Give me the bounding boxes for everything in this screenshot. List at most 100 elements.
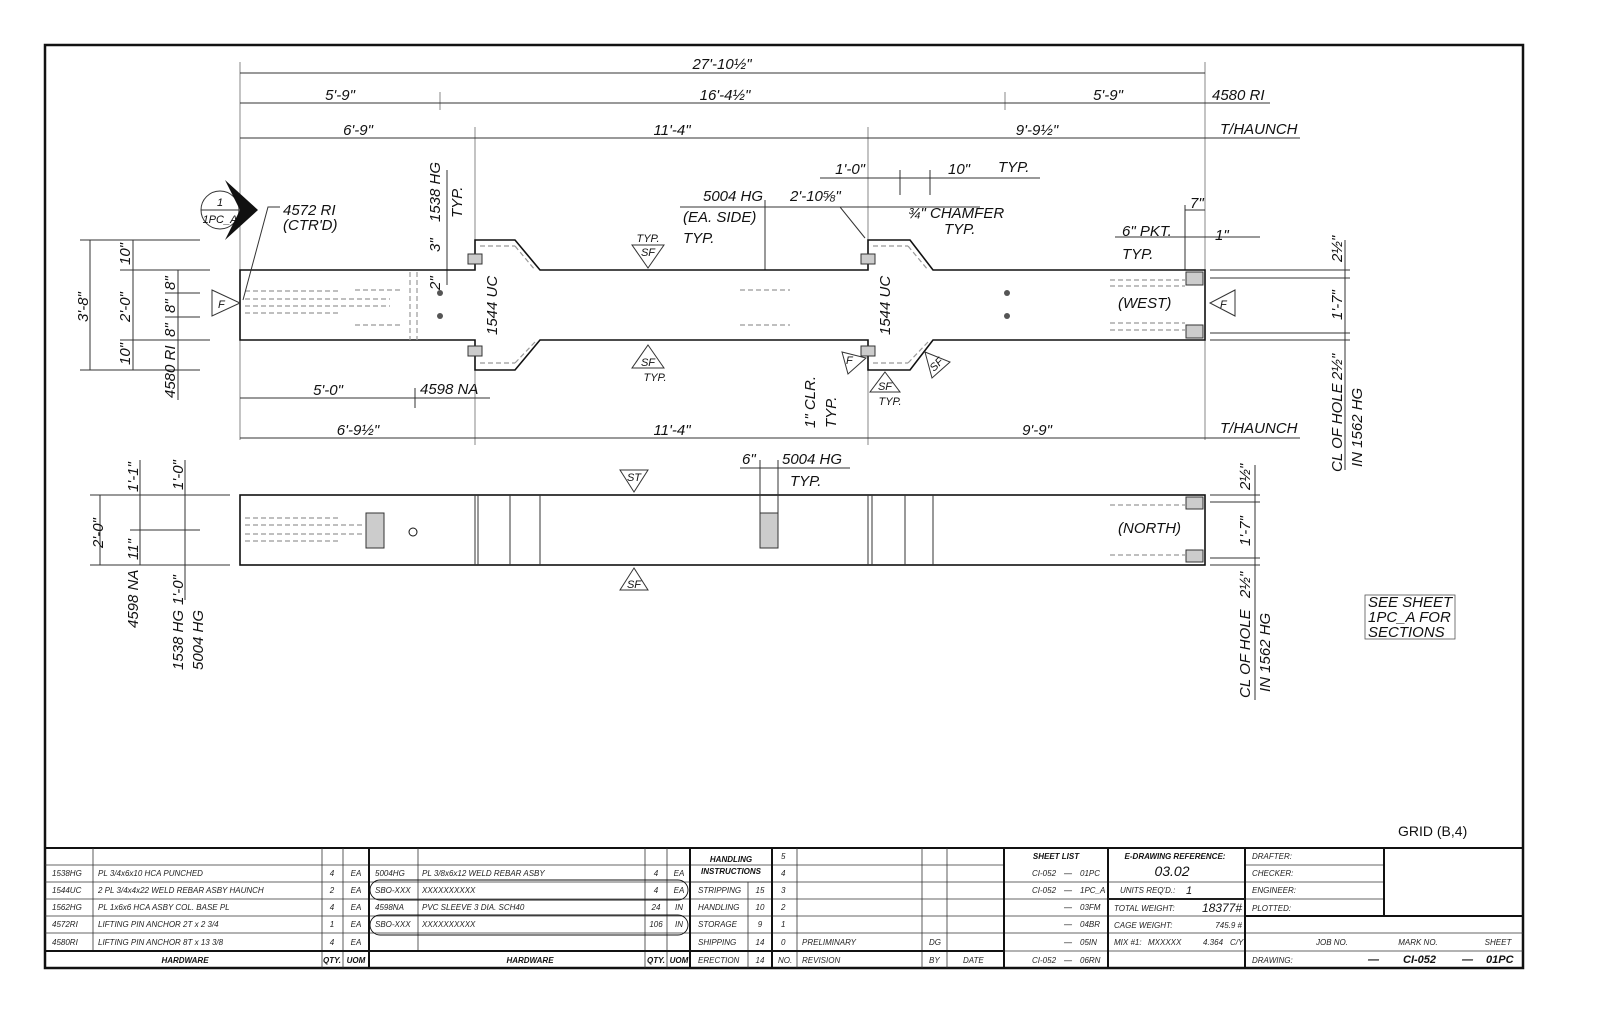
list-item: —04BR	[1063, 920, 1100, 929]
top-elevation-d1: 1"	[1215, 227, 1229, 244]
top-elevation-typ-sf-top: TYP.	[636, 233, 659, 245]
sleeve-holes	[437, 290, 1010, 319]
handling-rows-1-value: 10	[756, 903, 765, 912]
hardware-right-rows-1-desc: XXXXXXXXXX	[421, 886, 476, 895]
hardware-left-rows-4-code: 4580RI	[52, 938, 79, 947]
top-elevation-ri4572: 4572 RI	[283, 202, 336, 219]
note-2: SECTIONS	[1368, 624, 1445, 641]
top-elevation-typ-d: TYP.	[1122, 246, 1153, 263]
sheet-list-rows-0-job: CI-052	[1032, 869, 1057, 878]
handling-rows-2-value: 9	[758, 920, 763, 929]
top-elevation-haunch1: 6'-9"	[343, 122, 374, 139]
drawing-id-drawing-label: DRAWING:	[1252, 956, 1293, 965]
top-elevation-sf-haunch: SF	[878, 381, 893, 393]
side-elevation-sf: SF	[627, 579, 642, 591]
hardware-left-rows-1-desc: 2 PL 3/4x4x22 WELD REBAR ASBY HAUNCH	[97, 886, 264, 895]
hardware-right-rows-3-desc: XXXXXXXXXX	[421, 920, 476, 929]
handling-rows-4-label: ERECTION	[698, 956, 740, 965]
handling-title2: INSTRUCTIONS	[701, 867, 762, 876]
top-elevation-uc1: 1544 UC	[484, 276, 501, 335]
side-elevation-l-hg5004: 5004 HG	[190, 610, 207, 670]
section-marker[interactable]: 1 1PC_A	[200, 180, 258, 240]
top-elevation-thaunch-bot: T/HAUNCH	[1220, 420, 1298, 437]
list-item: —03FM	[1063, 903, 1101, 912]
top-elevation-clr: 1" CLR.	[802, 376, 819, 428]
hardware-right-rows-3-qty: 106	[649, 920, 663, 929]
hardware-right-rows-2-qty: 24	[651, 903, 661, 912]
finish-symbols	[211, 244, 1236, 393]
top-elevation-r-cl: CL OF HOLE	[1329, 382, 1346, 472]
edrawing-units-label: UNITS REQ'D.:	[1120, 886, 1175, 895]
sheet-list-rows-2-sheet: 03FM	[1080, 903, 1101, 912]
top-elevation-f-left: F	[218, 299, 226, 311]
hardware-right-header-qty: QTY.	[647, 956, 665, 965]
top-elevation-f-right: F	[1220, 299, 1228, 311]
revisions-header-desc: REVISION	[802, 956, 840, 965]
side-elevation-l-na: 4598 NA	[125, 570, 142, 628]
side-elevation-hg5004: 5004 HG	[782, 451, 842, 468]
sheet-list-rows-1-job: CI-052	[1032, 886, 1057, 895]
revisions-header-date: DATE	[963, 956, 984, 965]
hardware-left-rows-1-qty: 2	[329, 886, 335, 895]
top-elevation-dim2-10: 2'-10⅝"	[789, 188, 841, 205]
revisions-rows-4-no: 1	[781, 920, 785, 929]
top-elevation-ref-4580: 4580 RI	[1212, 87, 1265, 104]
hardware-left-header-uom: UOM	[347, 956, 366, 965]
e-drawing-reference: E-DRAWING REFERENCE: 03.02 UNITS REQ'D.:…	[1114, 852, 1244, 947]
hardware-right-rows-1-qty: 4	[654, 886, 659, 895]
hardware-right-rows-0-uom: EA	[674, 869, 685, 878]
hardware-right-rows-0-qty: 4	[654, 869, 659, 878]
top-elevation-hg1538: 1538 HG	[427, 162, 444, 222]
top-elevation-haunch2: 11'-4"	[653, 122, 691, 139]
edrawing-total-weight-label: TOTAL WEIGHT:	[1114, 904, 1175, 913]
end-pockets	[467, 253, 1204, 357]
hardware-left-rows-2-uom: EA	[351, 903, 362, 912]
sheet-list-rows-5-dash: —	[1063, 956, 1073, 965]
handling-rows-3-value: 14	[756, 938, 765, 947]
hardware-left-rows-2-code: 1562HG	[52, 903, 82, 912]
top-elevation-na4598: 4598 NA	[420, 381, 478, 398]
hardware-left-rows-3-code: 4572RI	[52, 920, 79, 929]
drawing-id-sheet: 01PC	[1486, 954, 1515, 966]
handling-rows-2-label: STORAGE	[698, 920, 738, 929]
hardware-left-header-name: HARDWARE	[161, 956, 209, 965]
beam-outline-elevation	[239, 494, 1206, 566]
hardware-right-rows-2-desc: PVC SLEEVE 3 DIA. SCH40	[422, 903, 525, 912]
revisions-rows-2-no: 3	[781, 886, 786, 895]
top-elevation-pkt: 6" PKT.	[1122, 223, 1172, 240]
top-elevation-left-overall: 3'-8"	[75, 291, 92, 322]
top-elevation-d5-0: 5'-0"	[313, 382, 344, 399]
top-elevation-left-8c: 8"	[162, 323, 179, 337]
top-elevation-d3: 3"	[427, 238, 444, 252]
beam-outline-plan	[239, 239, 1206, 371]
hardware-right-rows-3-uom: IN	[675, 920, 683, 929]
revisions-header-no: NO.	[778, 956, 792, 965]
revisions-rows-3-no: 2	[780, 903, 786, 912]
list-item: CI-052—06RN	[1032, 956, 1101, 965]
top-elevation-d7: 7"	[1190, 195, 1204, 212]
top-elevation-west: (WEST)	[1118, 295, 1171, 312]
top-elevation-typ-clr: TYP.	[823, 397, 840, 428]
hardware-right-rows-2-uom: IN	[675, 903, 683, 912]
top-elevation-haunch3: 9'-9½"	[1016, 122, 1059, 139]
hardware-right-rows-1-uom: EA	[674, 886, 685, 895]
top-elevation-section-sheet: 1PC_A	[203, 214, 238, 226]
hardware-left-header-qty: QTY.	[323, 956, 341, 965]
signoff-drafter: DRAFTER:	[1252, 852, 1292, 861]
side-elevation-typ: TYP.	[790, 473, 821, 490]
side-elevation-r-25b: 2½"	[1237, 571, 1254, 599]
hardware-right-header-uom: UOM	[670, 956, 689, 965]
list-item: CI-052—1PC_A	[1032, 886, 1105, 895]
hardware-right-rows-3-code: SBO-XXX	[375, 920, 411, 929]
sheet-list-rows-0-sheet: 01PC	[1080, 869, 1100, 878]
top-elevation-b-haunch3: 9'-9"	[1022, 422, 1053, 439]
sheet-list-rows-3-dash: —	[1063, 920, 1073, 929]
sheet-frame	[43, 43, 1525, 970]
